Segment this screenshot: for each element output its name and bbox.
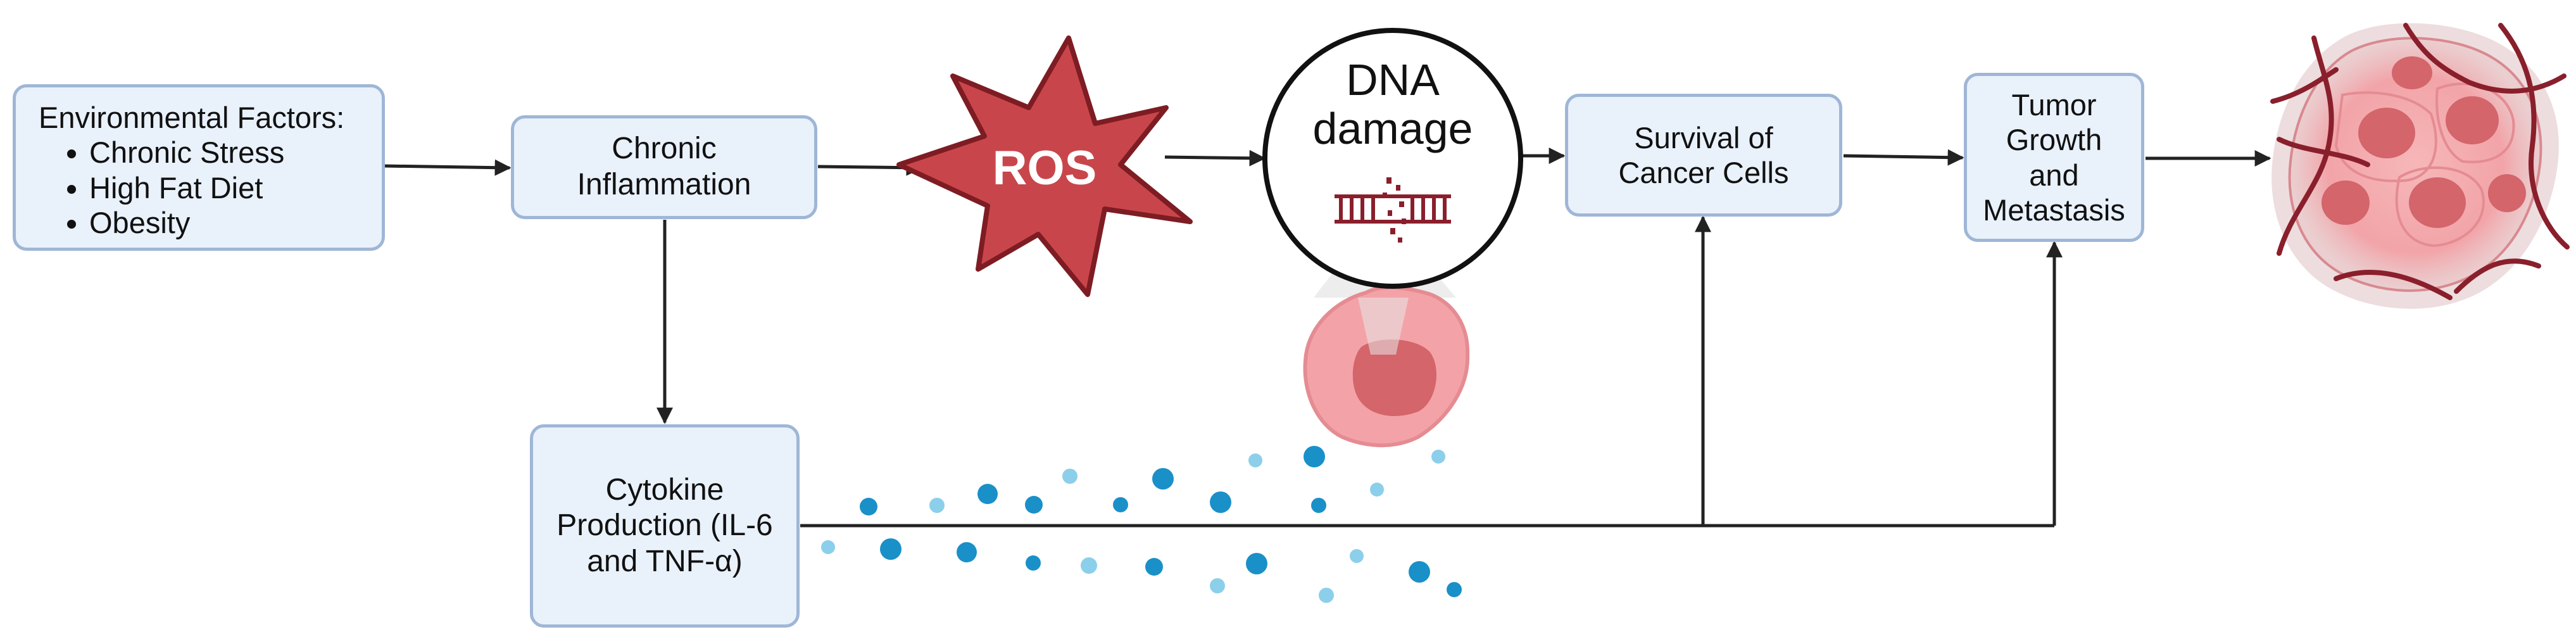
cytokine-dot — [1319, 588, 1334, 603]
ros-label: ROS — [992, 141, 1097, 195]
arrow-ros-to-dna — [1164, 149, 1266, 167]
ros-burst-icon — [896, 35, 1193, 297]
cytokine-dot — [1447, 582, 1462, 597]
cytokine-production-label: Cytokine Production (IL-6 and TNF-α) — [556, 472, 773, 578]
cytokine-dot — [880, 538, 902, 560]
cytokine-dot — [1152, 468, 1174, 490]
cytokine-dot — [929, 498, 945, 513]
environmental-factors-box: Environmental Factors: Chronic Stress Hi… — [13, 84, 385, 251]
dna-helix-icon — [1335, 194, 1451, 224]
cytokine-dot — [1145, 558, 1163, 576]
cytokine-dot — [1350, 549, 1364, 563]
arrow-env-to-inflammation — [384, 159, 512, 176]
environmental-factors-content: Environmental Factors: Chronic Stress Hi… — [39, 100, 344, 241]
environmental-factors-list: Chronic Stress High Fat Diet Obesity — [39, 135, 344, 240]
dna-fragments-icon — [1383, 177, 1406, 243]
tumor-mass-icon — [2270, 23, 2570, 309]
factor-obesity: Obesity — [89, 205, 344, 240]
environmental-factors-title: Environmental Factors: — [39, 101, 345, 134]
cytokine-dots — [821, 446, 1462, 603]
cytokine-dot — [1246, 553, 1267, 574]
survival-of-cancer-cells-box: Survival of Cancer Cells — [1565, 94, 1842, 217]
tumor-cell-nuclei — [2322, 56, 2526, 228]
tumor-growth-box: Tumor Growth and Metastasis — [1964, 73, 2144, 242]
cytokine-dot — [1431, 450, 1445, 464]
tumor-growth-label: Tumor Growth and Metastasis — [1983, 87, 2125, 227]
cytokine-dot — [1248, 453, 1262, 467]
dna-damage-circle — [1262, 28, 1523, 289]
chronic-inflammation-box: Chronic Inflammation — [511, 115, 817, 219]
tumor-blood-vessels — [2270, 23, 2570, 300]
cytokine-dot — [1210, 491, 1231, 513]
cytokine-dot — [1370, 483, 1384, 497]
cytokine-dot — [1113, 497, 1128, 512]
flow-arrows — [384, 148, 2271, 528]
cytokine-dot — [821, 540, 835, 554]
cytokine-production-box: Cytokine Production (IL-6 and TNF-α) — [530, 424, 800, 628]
cytokine-dot — [977, 484, 998, 504]
cytokine-dot — [1026, 555, 1041, 571]
dna-damage-label: DNA damage — [1312, 55, 1473, 153]
cytokine-dot — [1311, 498, 1326, 513]
chronic-inflammation-label: Chronic Inflammation — [577, 132, 751, 201]
cytokine-dot — [1081, 557, 1097, 574]
factor-high-fat-diet: High Fat Diet — [89, 170, 344, 205]
factor-chronic-stress: Chronic Stress — [89, 135, 344, 170]
arrow-survival-to-tumor — [1843, 149, 1964, 166]
cytokine-dot — [1062, 469, 1078, 484]
cytokine-dot — [1210, 578, 1225, 593]
cytokine-dot — [957, 542, 977, 562]
cytokine-dot — [1025, 496, 1043, 514]
survival-of-cancer-cells-label: Survival of Cancer Cells — [1618, 120, 1789, 189]
cytokine-dot — [1304, 446, 1325, 467]
cytokine-dot — [1409, 561, 1430, 583]
cytokine-dot — [860, 498, 877, 516]
